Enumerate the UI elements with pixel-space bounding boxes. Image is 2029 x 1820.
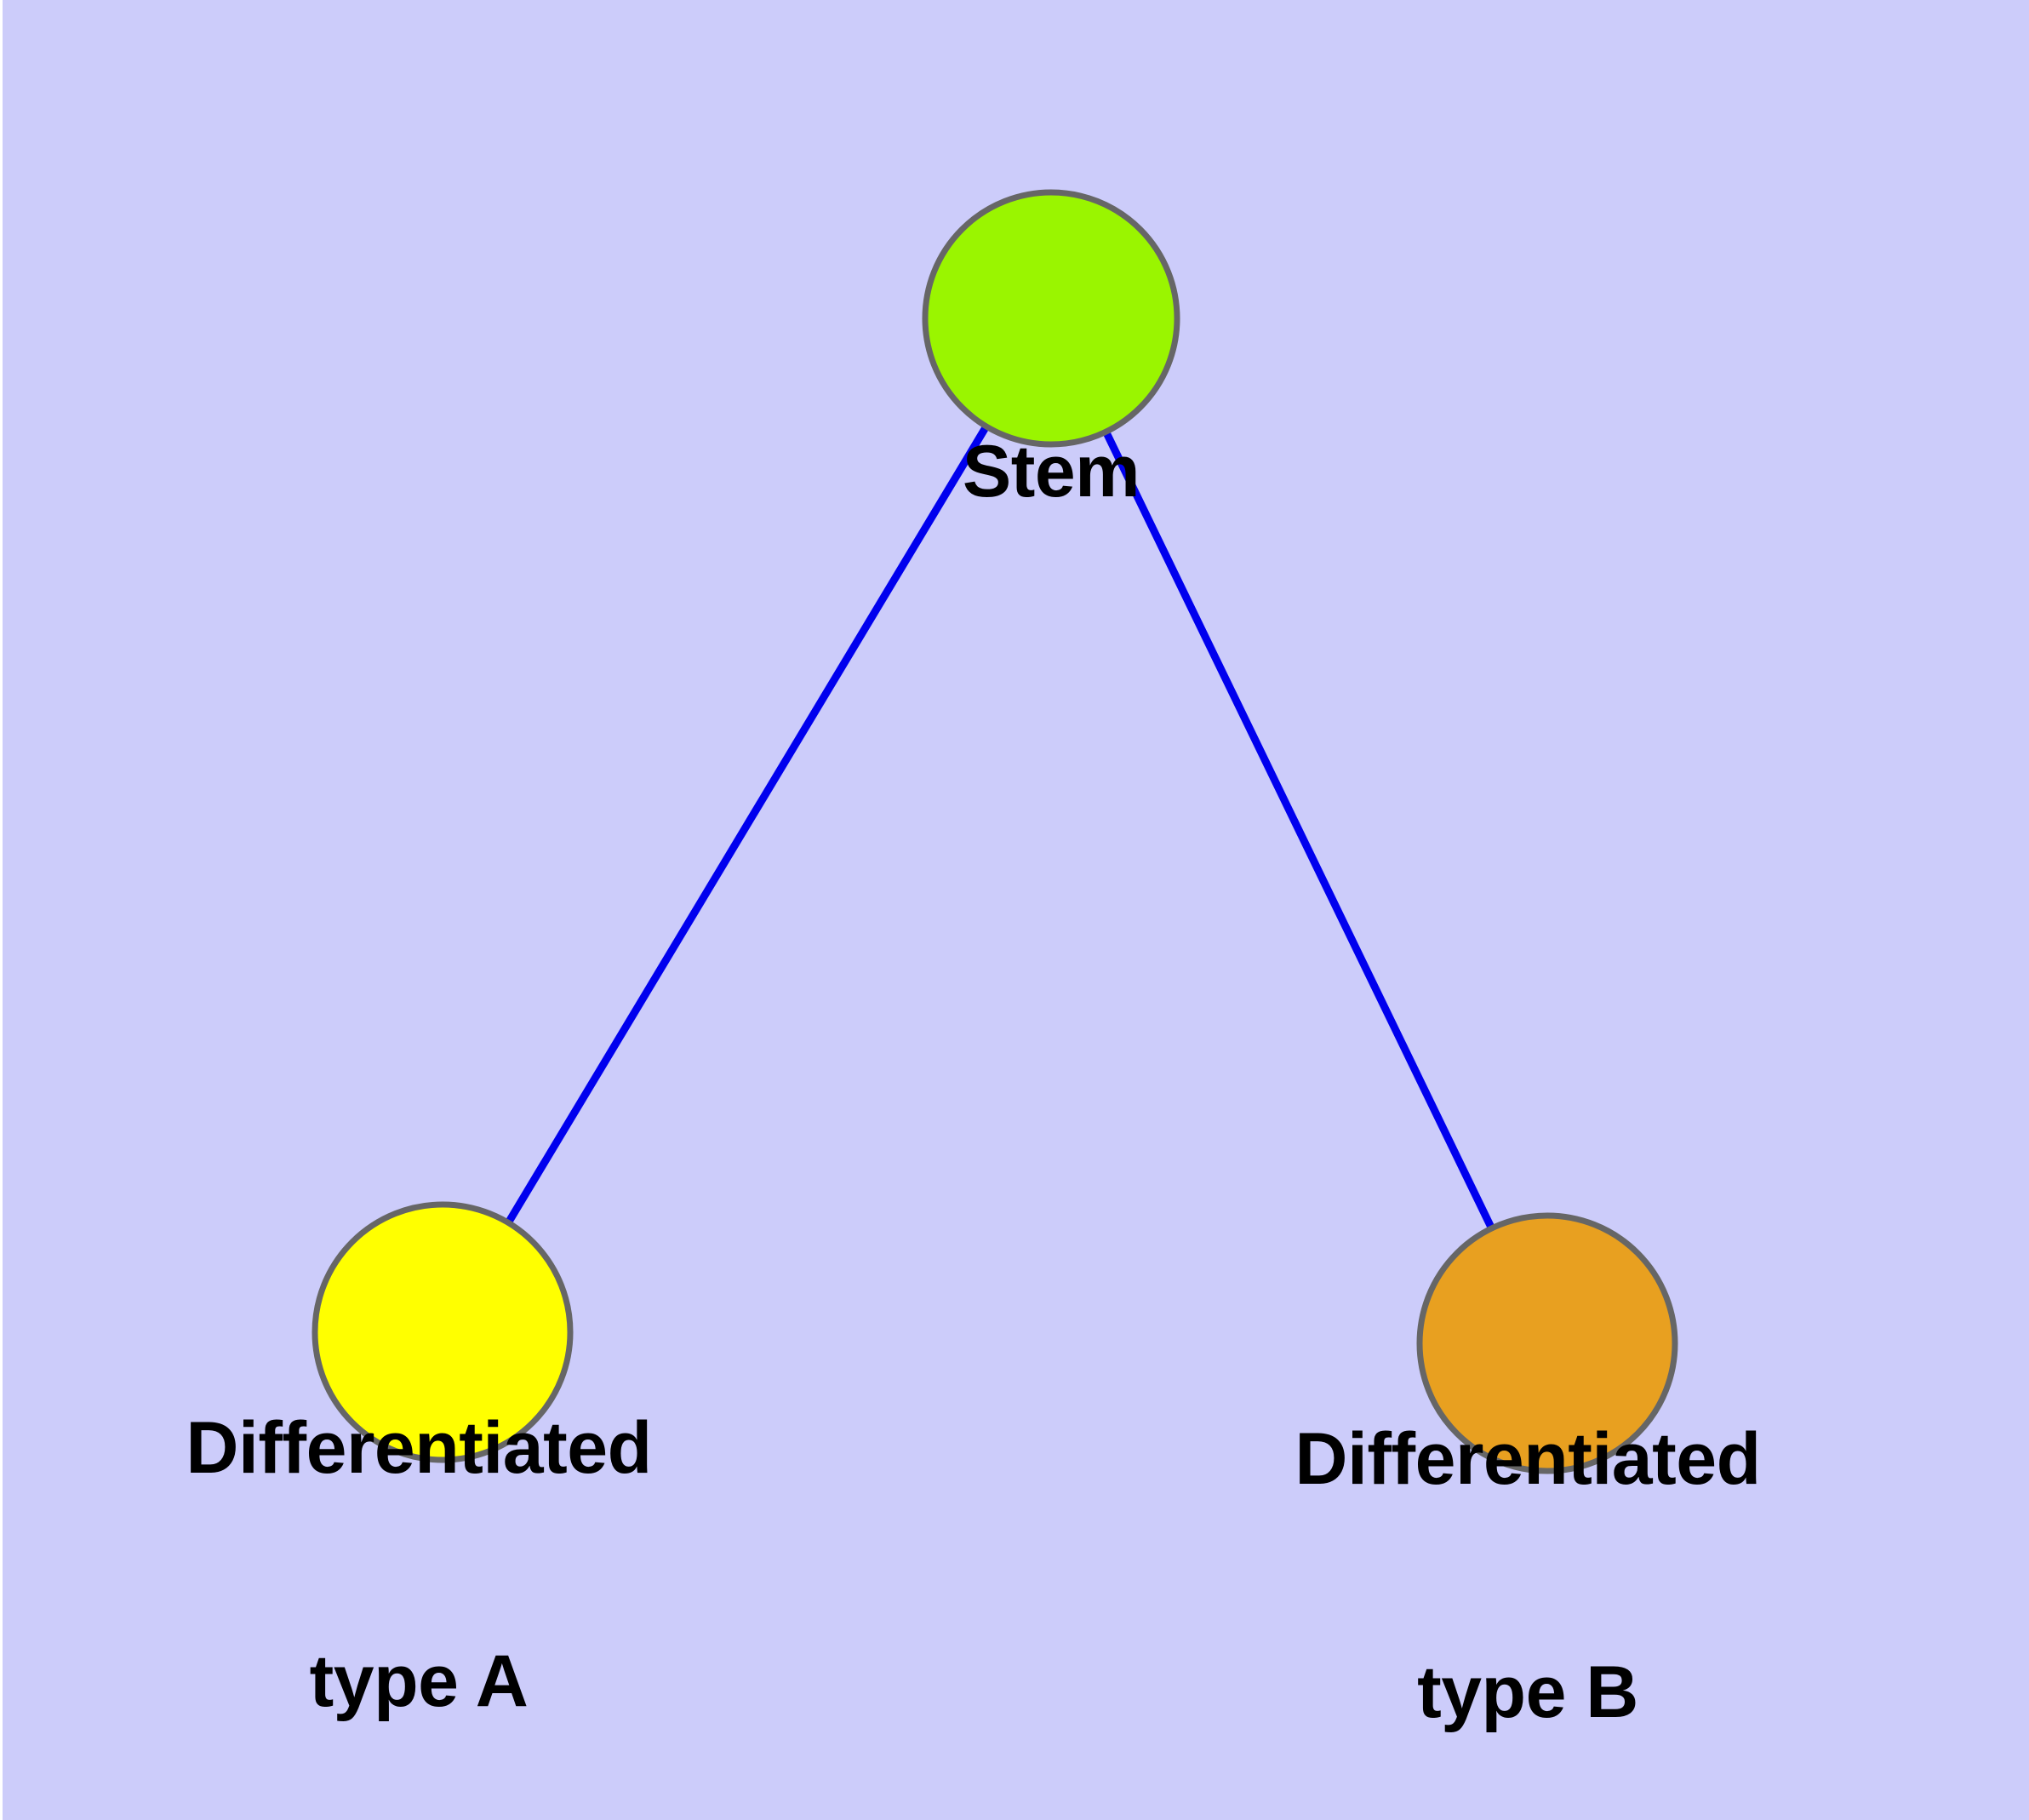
edge-layer <box>439 316 1552 1345</box>
node-differentiated-type-b[interactable] <box>1416 1212 1678 1474</box>
node-stem[interactable] <box>922 189 1180 448</box>
node-differentiated-type-a[interactable] <box>311 1201 574 1463</box>
node-layer <box>311 189 1678 1474</box>
edge-stem-to-differentiated-type-b[interactable] <box>1047 317 1552 1345</box>
edge-stem-to-differentiated-type-a[interactable] <box>439 316 1055 1335</box>
